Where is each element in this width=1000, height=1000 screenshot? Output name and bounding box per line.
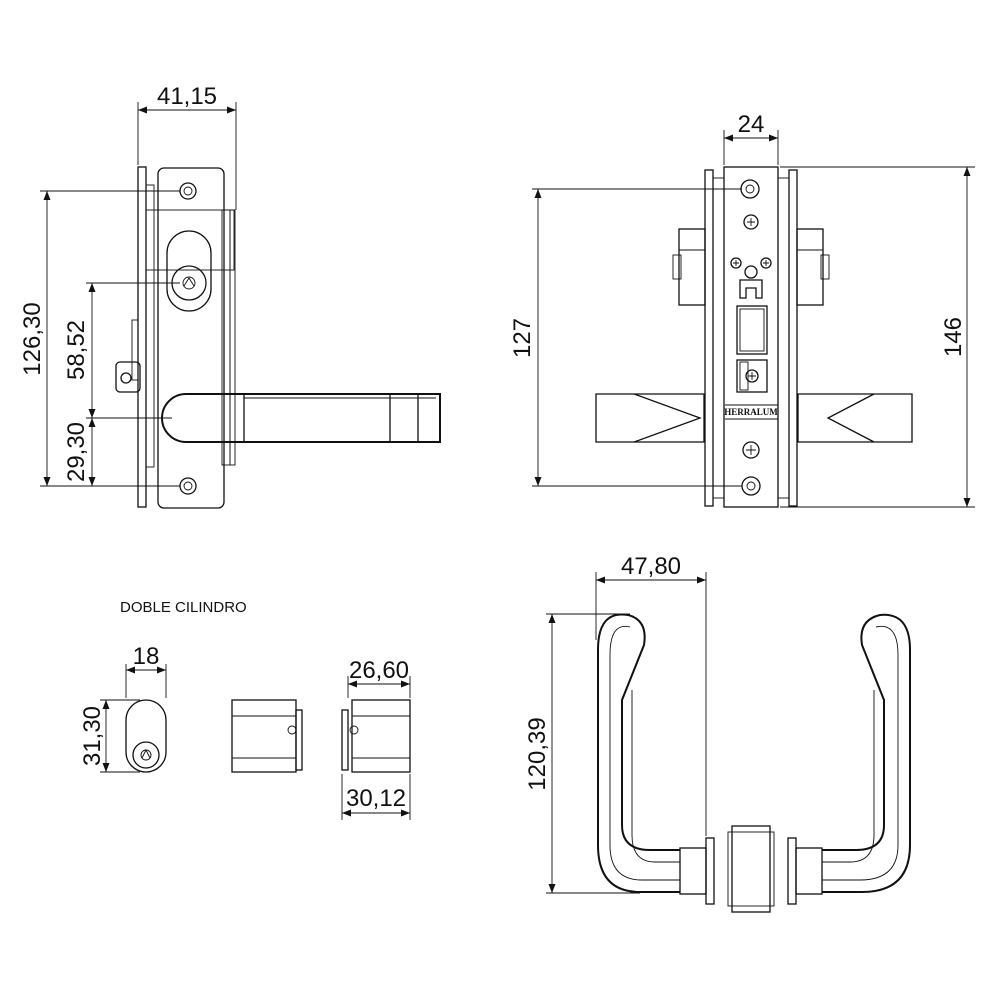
- dim-front-height-total: 126,30: [19, 302, 46, 375]
- side-view: HERRALUM 24 127 146: [509, 111, 975, 508]
- cylinder-front: 18 31,30: [79, 643, 167, 773]
- dim-side-screw-spacing: 127: [509, 318, 536, 358]
- dim-front-height-handle: 29,30: [63, 422, 90, 482]
- dim-lever-width: 47,80: [621, 553, 681, 580]
- dim-front-height-key: 58,52: [63, 320, 90, 380]
- key-cylinder: [166, 230, 212, 312]
- lever-handles-top-view: 47,80 120,39: [524, 553, 911, 913]
- latch-window: [736, 305, 768, 355]
- dim-cylinder-length-top: 26,60: [349, 657, 409, 684]
- dim-cylinder-width: 18: [133, 643, 160, 670]
- faceplate: [157, 167, 225, 509]
- cylinder-side-b: 26,60 30,12: [341, 657, 411, 820]
- caption-double-cylinder: DOBLE CILINDRO: [120, 599, 247, 616]
- dim-lever-height: 120,39: [524, 717, 551, 790]
- screw-bottom: [179, 477, 197, 495]
- dim-side-height: 146: [940, 317, 967, 357]
- screw-top: [179, 182, 197, 200]
- cylinder-side-a: [231, 699, 303, 773]
- dim-cylinder-height: 31,30: [79, 706, 106, 766]
- front-view: 41,15 126,30 58,52 29,30: [19, 83, 441, 509]
- brand-label: HERRALUM: [724, 407, 778, 417]
- dim-cylinder-length-bottom: 30,12: [346, 785, 406, 812]
- dim-front-width: 41,15: [157, 83, 217, 110]
- lever-handle: [161, 393, 441, 443]
- dim-side-depth: 24: [738, 111, 765, 138]
